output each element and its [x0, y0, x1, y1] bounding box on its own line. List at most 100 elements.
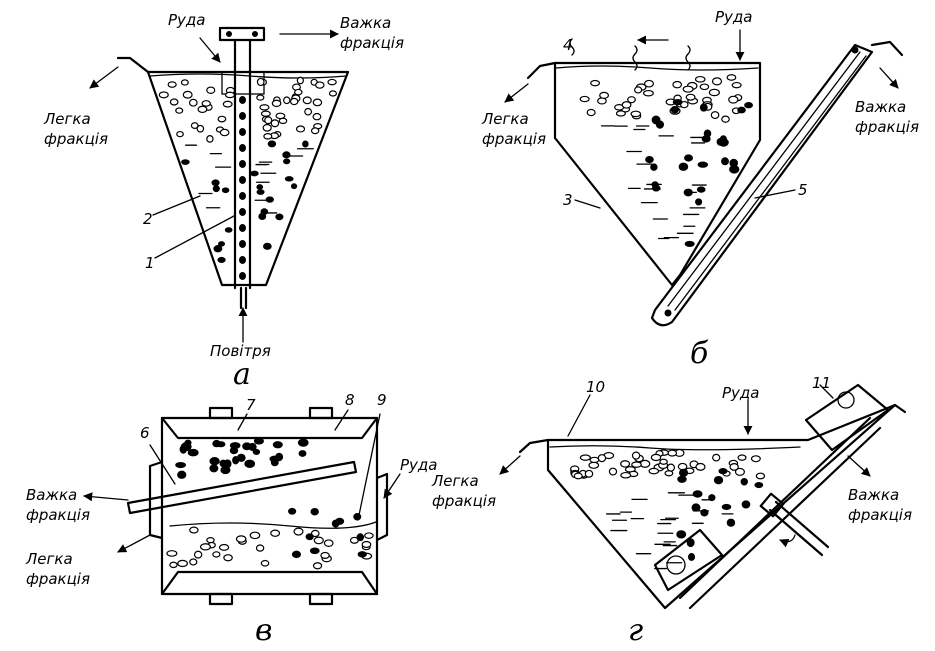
- heavy-particle: [239, 128, 246, 136]
- ore-particle: [666, 463, 676, 472]
- heavy-particle: [284, 176, 294, 182]
- liquid-surface-b: [555, 65, 759, 71]
- panel-v: Руда Важка фракція Легка фракція 6 7 8 9…: [25, 391, 438, 648]
- heavy-particle: [209, 464, 219, 473]
- discharge-chute: [126, 460, 358, 515]
- ore-particle: [579, 95, 590, 103]
- heavy-particle: [652, 184, 661, 192]
- heavy-particle: [216, 441, 226, 448]
- heavy-particle: [721, 503, 732, 510]
- heavy-particle: [288, 507, 297, 515]
- heavy-particle: [239, 240, 246, 248]
- ore-particle: [726, 74, 737, 81]
- ore-particle: [310, 127, 320, 135]
- ore-particle: [270, 119, 280, 128]
- heavy-particle: [721, 157, 729, 166]
- heavy-particle: [718, 468, 728, 475]
- heavy-particles-g: [676, 468, 764, 561]
- ore-particle: [223, 554, 233, 562]
- ore-particle: [189, 526, 199, 534]
- inclined-elevator-5: [650, 40, 904, 327]
- heavy-fraction-label-a-1: Важка: [340, 14, 391, 32]
- heavy-particle: [239, 224, 246, 232]
- ore-particle: [682, 85, 694, 93]
- heavy-particle: [244, 459, 256, 468]
- heavy-particle: [719, 135, 727, 143]
- heavy-particle: [691, 503, 701, 512]
- light-fraction-label-a-1: Легка: [43, 110, 91, 128]
- ore-particle: [312, 112, 322, 121]
- ore-particle: [620, 471, 632, 479]
- heavy-particle: [737, 106, 746, 114]
- heavy-fraction-label-v-1: Важка: [26, 486, 77, 504]
- ore-particle: [296, 76, 304, 85]
- heavy-particle: [239, 256, 246, 264]
- ore-particle: [167, 81, 177, 88]
- ore-particle: [206, 86, 216, 94]
- callout-9: 9: [377, 391, 387, 409]
- heavy-particle: [239, 160, 246, 168]
- ore-particle: [201, 100, 211, 107]
- ore-particle: [699, 83, 710, 91]
- light-fraction-label-v-2: фракція: [26, 570, 90, 588]
- ore-particle: [206, 537, 215, 544]
- heavy-fraction-arrow-v: [83, 492, 129, 502]
- ore-particle: [589, 456, 600, 464]
- callout-2: 2: [143, 210, 153, 228]
- panel-g: Руда Важка фракція Легка фракція 10 11 г: [431, 374, 912, 648]
- heavy-particle: [676, 530, 687, 539]
- ore-particle: [169, 561, 178, 569]
- heavy-particle: [331, 519, 340, 528]
- ore-particle: [750, 455, 761, 463]
- liquid-marks-b: [600, 125, 707, 240]
- ore-particle: [361, 540, 372, 549]
- overflow-lip-a: [116, 56, 150, 74]
- ore-particle: [312, 562, 323, 570]
- ore-particle: [177, 559, 188, 568]
- ore-particle: [212, 551, 221, 558]
- heavy-particle: [229, 442, 241, 449]
- vessel-a: [146, 70, 350, 287]
- ore-particle: [166, 550, 178, 557]
- ore-particle: [667, 449, 678, 457]
- heavy-fraction-label-b-1: Важка: [855, 98, 906, 116]
- heavy-particle: [729, 158, 738, 168]
- callout-7: 7: [246, 396, 256, 414]
- heavy-particle: [305, 533, 314, 541]
- ore-particle: [189, 558, 198, 566]
- light-fraction-label-v-1: Легка: [25, 550, 73, 568]
- heavy-particle: [692, 490, 703, 498]
- ore-particle: [263, 132, 273, 140]
- heavy-particle: [250, 170, 259, 177]
- ore-particle: [313, 536, 324, 545]
- heavy-particle: [726, 518, 736, 527]
- screen-conveyor-11: [653, 383, 890, 610]
- ore-particle: [327, 78, 337, 86]
- heavy-particle: [218, 241, 225, 247]
- ore-particle: [293, 527, 304, 536]
- heavy-particle: [297, 438, 309, 447]
- heavy-fraction-label-v-2: фракція: [26, 506, 90, 524]
- ore-particle: [158, 91, 169, 99]
- heavy-particle: [678, 162, 689, 171]
- ore-label-b: Руда: [715, 8, 753, 26]
- ore-particle: [283, 96, 291, 105]
- ore-particle: [672, 80, 683, 89]
- ore-particle: [721, 115, 730, 123]
- rotation-arrow: [779, 534, 796, 548]
- overflow-lip-b: [526, 61, 557, 80]
- heavy-particle: [275, 213, 284, 221]
- heavy-particle: [357, 551, 367, 558]
- ore-particle: [737, 454, 747, 461]
- heavy-particle: [211, 179, 220, 187]
- ore-particle: [259, 104, 270, 111]
- heavy-particle: [239, 272, 246, 280]
- panel-letter-b: б: [690, 336, 709, 371]
- ore-label-g: Руда: [722, 384, 760, 402]
- light-fraction-arrow-b: [504, 83, 529, 103]
- ore-particle: [711, 77, 723, 86]
- heavy-particle: [678, 468, 689, 477]
- ore-label-a: Руда: [168, 11, 206, 29]
- ore-particle: [176, 130, 184, 138]
- callout-10: 10: [586, 378, 605, 396]
